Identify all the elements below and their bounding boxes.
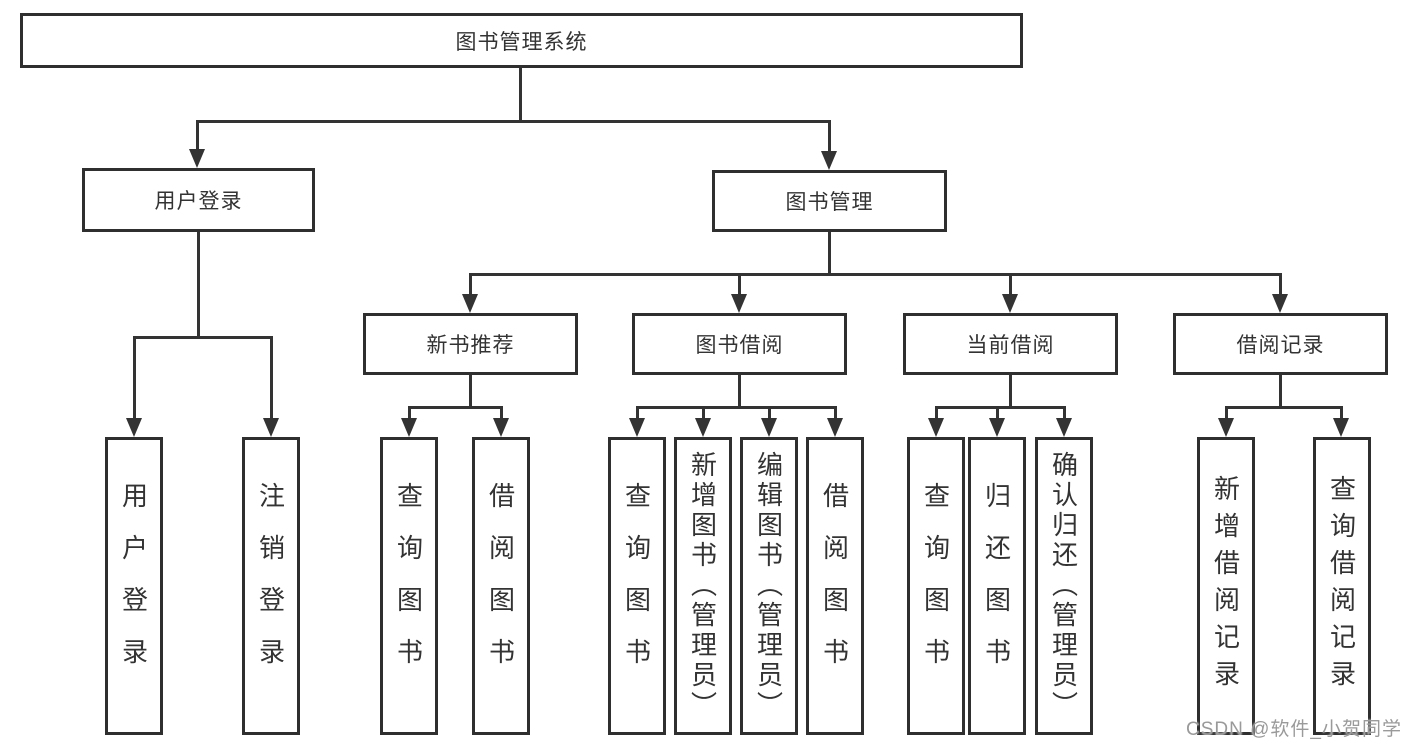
connector-recommend-stem — [469, 375, 472, 409]
connector-drop-leaf — [1340, 406, 1343, 422]
leaf-current-return-book: 归还图书 — [968, 437, 1026, 735]
arrowhead-icon — [493, 418, 509, 437]
arrowhead-icon — [928, 418, 944, 437]
connector-drop-leaf — [834, 406, 837, 422]
leaf-record-add: 新增借阅记录 — [1197, 437, 1255, 735]
arrowhead-icon — [761, 418, 777, 437]
connector-root-stem — [519, 68, 522, 122]
node-new-book-recommend: 新书推荐 — [363, 313, 578, 375]
watermark: CSDN @软件_小贺同学 — [1186, 719, 1402, 740]
arrowhead-icon — [821, 151, 837, 170]
connector-current-stem — [1009, 375, 1012, 409]
connector-recommend-bar — [408, 406, 502, 409]
node-current-borrow: 当前借阅 — [903, 313, 1118, 375]
connector-records-bar — [1225, 406, 1343, 409]
arrowhead-icon — [731, 294, 747, 313]
leaf-logout: 注销登录 — [242, 437, 300, 735]
connector-drop-leaf — [636, 406, 639, 422]
arrowhead-icon — [827, 418, 843, 437]
connector-user-login-bar — [133, 336, 273, 339]
connector-drop-user-login — [196, 120, 199, 153]
arrowhead-icon — [401, 418, 417, 437]
node-user-login: 用户登录 — [82, 168, 315, 232]
leaf-recommend-query-book: 查询图书 — [380, 437, 438, 735]
connector-drop-leaf — [270, 336, 273, 422]
arrowhead-icon — [263, 418, 279, 437]
leaf-record-query: 查询借阅记录 — [1313, 437, 1371, 735]
connector-drop-level3 — [469, 273, 472, 297]
connector-drop-level3 — [1009, 273, 1012, 297]
arrowhead-icon — [126, 418, 142, 437]
connector-drop-leaf — [935, 406, 938, 422]
arrowhead-icon — [1333, 418, 1349, 437]
connector-book-management-stem — [828, 232, 831, 276]
connector-current-bar — [935, 406, 1065, 409]
connector-records-stem — [1279, 375, 1282, 409]
connector-drop-level3 — [738, 273, 741, 297]
arrowhead-icon — [1056, 418, 1072, 437]
node-book-management: 图书管理 — [712, 170, 947, 232]
leaf-recommend-borrow-book: 借阅图书 — [472, 437, 530, 735]
arrowhead-icon — [1272, 294, 1288, 313]
leaf-borrow-add-book-admin: 新增图书（管理员） — [674, 437, 732, 735]
connector-drop-book-management — [828, 120, 831, 153]
connector-level2-bar — [197, 120, 831, 123]
connector-level3-bar — [469, 273, 1282, 276]
arrowhead-icon — [1002, 294, 1018, 313]
connector-drop-leaf — [408, 406, 411, 422]
leaf-current-query-book: 查询图书 — [907, 437, 965, 735]
leaf-current-confirm-return-admin: 确认归还（管理员） — [1035, 437, 1093, 735]
leaf-borrow-borrow-book: 借阅图书 — [806, 437, 864, 735]
node-borrow-records: 借阅记录 — [1173, 313, 1388, 375]
connector-drop-leaf — [768, 406, 771, 422]
leaf-user-login: 用户登录 — [105, 437, 163, 735]
connector-drop-level3 — [1279, 273, 1282, 297]
connector-user-login-stem — [197, 232, 200, 339]
connector-drop-leaf — [996, 406, 999, 422]
node-book-borrow: 图书借阅 — [632, 313, 847, 375]
leaf-borrow-query-book: 查询图书 — [608, 437, 666, 735]
connector-drop-leaf — [1225, 406, 1228, 422]
connector-borrow-stem — [738, 375, 741, 409]
arrowhead-icon — [1218, 418, 1234, 437]
arrowhead-icon — [189, 149, 205, 168]
arrowhead-icon — [695, 418, 711, 437]
arrowhead-icon — [989, 418, 1005, 437]
arrowhead-icon — [462, 294, 478, 313]
connector-drop-leaf — [500, 406, 503, 422]
leaf-borrow-edit-book-admin: 编辑图书（管理员） — [740, 437, 798, 735]
connector-drop-leaf — [1063, 406, 1066, 422]
connector-drop-leaf — [133, 336, 136, 422]
node-root-system: 图书管理系统 — [20, 13, 1023, 68]
arrowhead-icon — [629, 418, 645, 437]
connector-borrow-bar — [636, 406, 836, 409]
connector-drop-leaf — [702, 406, 705, 422]
